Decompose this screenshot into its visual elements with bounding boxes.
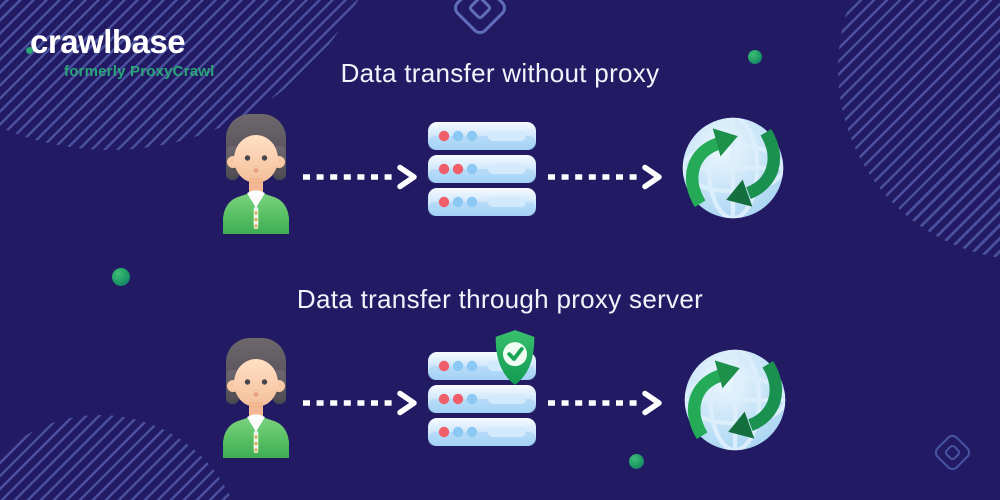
user-icon [219, 112, 293, 234]
dashed-arrow-icon [546, 390, 664, 416]
brand-tagline: formerly ProxyCrawl [64, 63, 215, 81]
logo-dot-icon [26, 47, 33, 54]
green-dot-bottom [629, 454, 644, 469]
title-without-proxy: Data transfer without proxy [340, 58, 660, 88]
dashed-arrow-icon [301, 390, 419, 416]
brand-logo: crawlbase [30, 23, 186, 60]
user-icon [219, 336, 293, 458]
diamond-inner-bottom-right [943, 443, 962, 462]
brand-block: crawlbase formerly ProxyCrawl [26, 23, 215, 81]
globe-sync-icon [676, 109, 790, 227]
diamond-outline-top [450, 0, 510, 38]
title-through-proxy: Data transfer through proxy server [296, 284, 704, 314]
diamond-inner-top [467, 0, 493, 21]
server-icon [428, 122, 536, 216]
hatched-circle-bottom-left [0, 415, 245, 500]
dashed-arrow-icon [301, 164, 419, 190]
globe-sync-icon [678, 341, 792, 459]
hatched-circle-top-right [838, 0, 1000, 260]
diamond-outline-bottom-right [931, 431, 974, 474]
green-dot-left [112, 268, 130, 286]
green-dot-top [748, 50, 762, 64]
dashed-arrow-icon [546, 164, 664, 190]
shield-check-icon [490, 328, 540, 388]
